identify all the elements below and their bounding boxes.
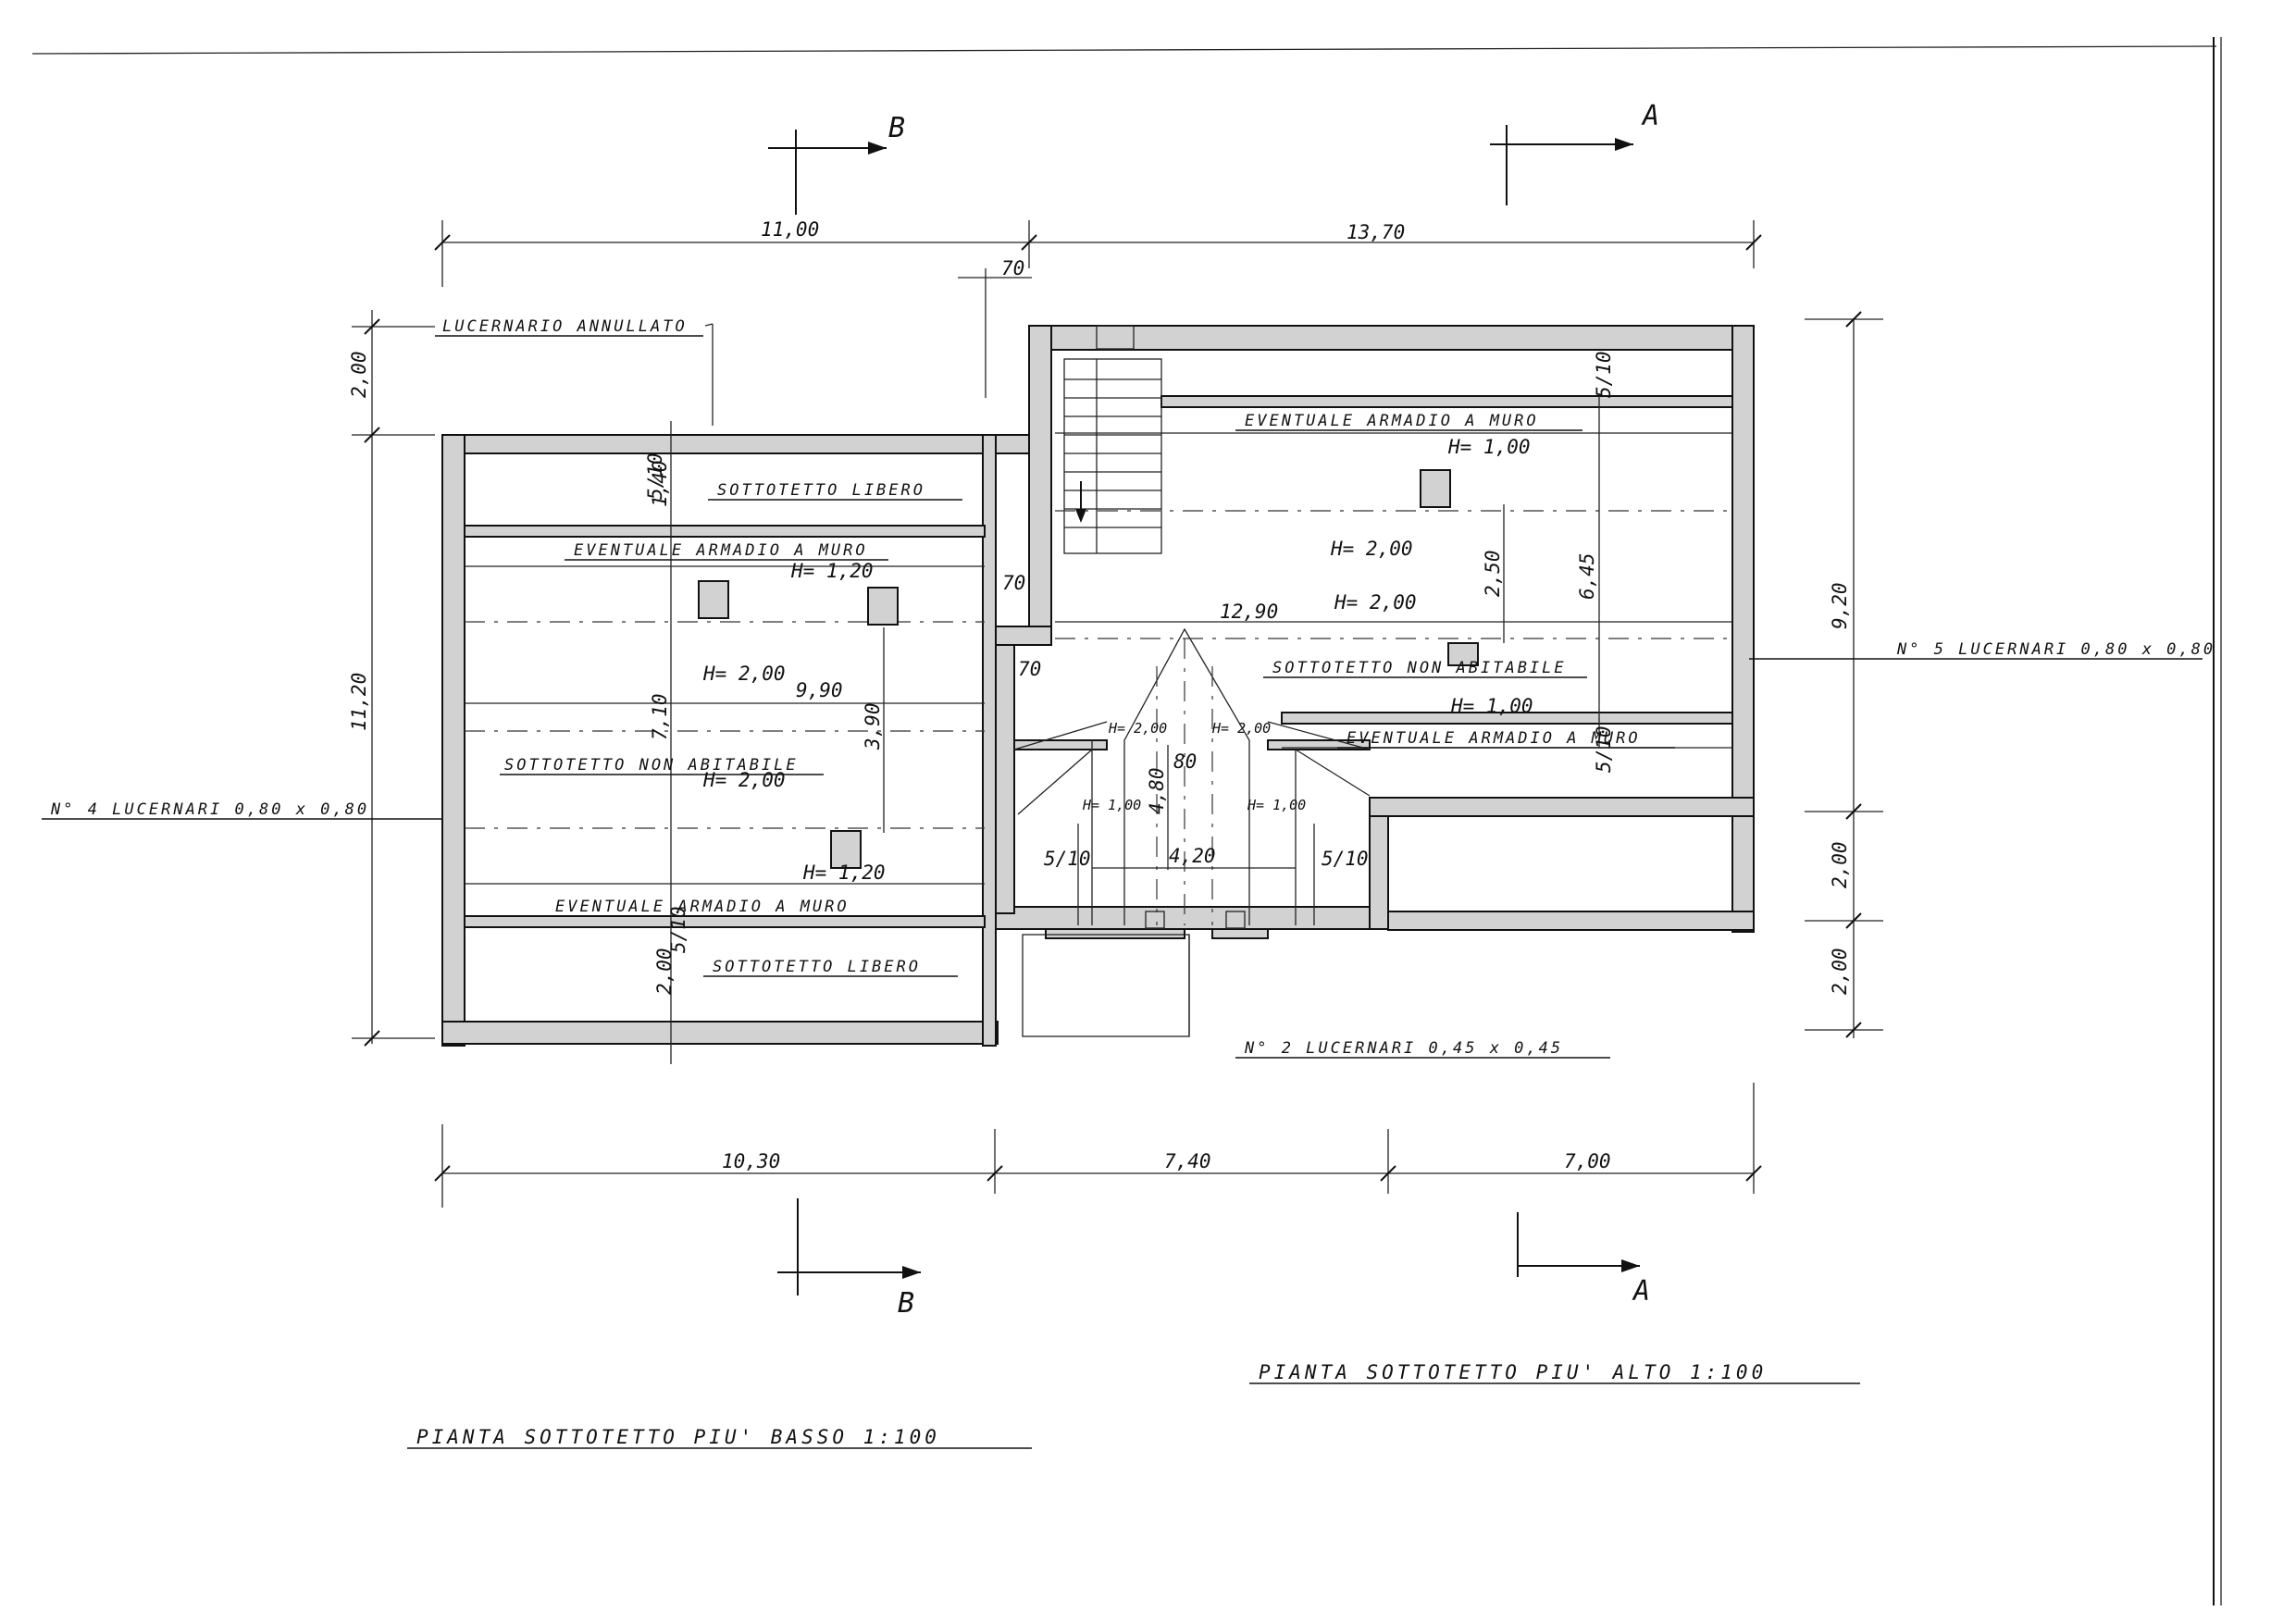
- dimension-chain-top: 11,00 13,70 70: [434, 218, 1762, 398]
- section-label-b-top: B: [888, 112, 905, 144]
- dim-top-70: 70: [1001, 257, 1024, 279]
- section-marker-a-bottom: A: [1517, 1212, 1650, 1308]
- mark-5-10-a: 5/10: [644, 452, 666, 500]
- label-armadio-right-top: EVENTUALE ARMADIO A MURO: [1245, 412, 1539, 430]
- dim-bottom-1: 10,30: [722, 1150, 780, 1172]
- mark-5-10-d: 5/10: [1593, 725, 1615, 773]
- section-marker-b-top: B: [768, 112, 905, 215]
- label-h200-right2: H= 2,00: [1334, 591, 1417, 614]
- dim-top-right: 13,70: [1347, 221, 1405, 243]
- dim-70a: 70: [1002, 572, 1025, 594]
- dimension-chain-bottom: 10,30 7,40 7,00: [434, 1083, 1762, 1208]
- dim-left-main: 11,20: [348, 673, 370, 731]
- section-label-a-bottom: A: [1632, 1275, 1650, 1308]
- dim-right-2: 2,00: [1829, 841, 1851, 888]
- wall-thickness-marks: 5/10 5/10 5/10 5/10 5/10 5/10: [644, 351, 1615, 953]
- mark-5-10-c: 5/10: [1593, 351, 1615, 398]
- label-h100-mid-l: H= 1,00: [1082, 797, 1141, 813]
- dim-990: 9,90: [796, 679, 843, 701]
- central-hip: [1013, 627, 1371, 1037]
- label-lucernari-left: N° 4 LUCERNARI 0,80 x 0,80: [50, 800, 369, 819]
- dim-right-3: 2,00: [1829, 948, 1851, 995]
- title-right-plan: PIANTA SOTTOTETTO PIU' ALTO 1:100: [1259, 1361, 1767, 1383]
- section-marker-a-top: A: [1490, 100, 1659, 205]
- dim-left-top: 2,00: [348, 351, 370, 398]
- dim-bottom-3: 7,00: [1564, 1150, 1611, 1172]
- dim-250: 2,50: [1482, 550, 1504, 597]
- label-h100-right-bottom: H= 1,00: [1450, 695, 1533, 717]
- label-sottotetto-libero-top: SOTTOTETTO LIBERO: [717, 481, 925, 500]
- label-h200-mid-r: H= 2,00: [1211, 720, 1271, 737]
- stair: [1063, 325, 1162, 554]
- dim-710: 7,10: [649, 693, 671, 740]
- label-armadio-left-top: EVENTUALE ARMADIO A MURO: [574, 541, 868, 560]
- section-label-a-top: A: [1641, 100, 1659, 132]
- label-sottotetto-non-abitabile-right: SOTTOTETTO NON ABITABILE: [1272, 659, 1567, 677]
- label-lucernario-annullato: LUCERNARIO ANNULLATO: [442, 317, 688, 336]
- label-h200-left1: H= 2,00: [702, 663, 786, 685]
- dim-420: 4,20: [1169, 845, 1216, 867]
- dimension-chain-left: 2,00 11,20: [348, 310, 435, 1047]
- dim-top-left: 11,00: [761, 218, 819, 241]
- label-h120-bottom: H= 1,20: [802, 862, 886, 884]
- label-h200-left2: H= 2,00: [702, 769, 786, 791]
- dim-80: 80: [1173, 750, 1197, 773]
- skylights: [698, 469, 1479, 929]
- walls: [441, 325, 1755, 1047]
- label-h100-mid-r: H= 1,00: [1247, 797, 1306, 813]
- mark-5-10-b: 5/10: [667, 906, 689, 953]
- label-h200-mid-l: H= 2,00: [1108, 720, 1167, 737]
- dim-480: 4,80: [1146, 767, 1168, 814]
- mark-5-10-e: 5/10: [1044, 848, 1091, 870]
- dimension-chain-right: 9,20 2,00 2,00: [1805, 311, 1883, 1038]
- label-h120-top: H= 1,20: [790, 560, 874, 582]
- dim-bottom-2: 7,40: [1164, 1150, 1211, 1172]
- dim-200v: 2,00: [653, 948, 676, 995]
- title-left-plan: PIANTA SOTTOTETTO PIU' BASSO 1:100: [416, 1426, 940, 1448]
- section-marker-b-bottom: B: [777, 1198, 921, 1320]
- label-lucernari-right: N° 5 LUCERNARI 0,80 x 0,80: [1896, 640, 2215, 659]
- sheet-border: [31, 37, 2222, 1605]
- dim-390: 3,90: [862, 702, 884, 750]
- dim-70b: 70: [1018, 658, 1041, 680]
- dim-140: 1,40: [649, 460, 671, 507]
- mark-5-10-f: 5/10: [1322, 848, 1369, 870]
- section-label-b-bottom: B: [898, 1287, 914, 1320]
- dim-right-main: 9,20: [1829, 582, 1851, 629]
- label-lucernari-small: N° 2 LUCERNARI 0,45 x 0,45: [1244, 1039, 1563, 1058]
- room-labels: LUCERNARIO ANNULLATO SOTTOTETTO LIBERO E…: [42, 317, 2215, 1059]
- dim-1290: 12,90: [1220, 601, 1278, 623]
- label-h100-right-top: H= 1,00: [1447, 436, 1531, 458]
- sheet-titles: PIANTA SOTTOTETTO PIU' ALTO 1:100 PIANTA…: [407, 1361, 1860, 1449]
- dim-645: 6,45: [1576, 552, 1598, 600]
- label-armadio-right-bottom: EVENTUALE ARMADIO A MURO: [1347, 729, 1641, 748]
- label-h200-right1: H= 2,00: [1330, 538, 1413, 560]
- label-sottotetto-libero-bottom: SOTTOTETTO LIBERO: [713, 958, 921, 976]
- label-sottotetto-non-abitabile-left: SOTTOTETTO NON ABITABILE: [504, 756, 799, 775]
- interior-dimensions: 9,90 7,10 2,00 1,40 3,90 12,90 2,50 6,45…: [465, 323, 1732, 1064]
- label-armadio-left-bottom: EVENTUALE ARMADIO A MURO: [555, 898, 850, 916]
